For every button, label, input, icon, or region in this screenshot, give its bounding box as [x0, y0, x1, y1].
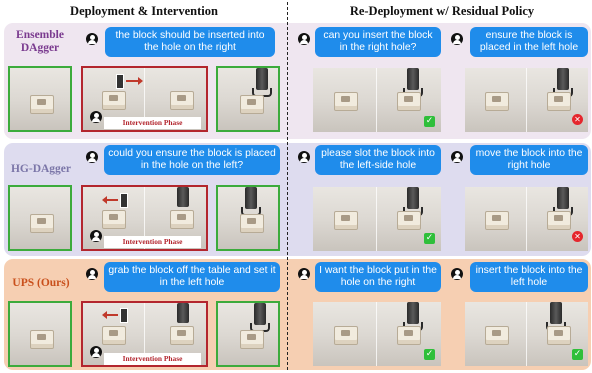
- instruction-bubble-redeploy-2: insert the block into the left hole: [470, 262, 588, 292]
- section-divider: [287, 2, 288, 370]
- redeployment-header: Re-Deployment w/ Residual Policy: [349, 4, 535, 18]
- scene-after: [216, 185, 280, 251]
- speaker-icon: [86, 33, 98, 45]
- scene-after: [216, 66, 280, 132]
- check-icon: ✓: [572, 349, 583, 360]
- scene-before: [8, 301, 72, 367]
- instruction-bubble-redeploy-1: please slot the block into the left-side…: [315, 145, 441, 175]
- x-icon: ✕: [572, 231, 583, 242]
- instruction-bubble-redeploy-2: move the block into the right hole: [470, 145, 588, 175]
- scene-before: [8, 185, 72, 251]
- intervention-phase-label: Intervention Phase: [104, 353, 201, 365]
- check-icon: ✓: [424, 233, 435, 244]
- method-label-ensemble-dagger: Ensemble DAgger: [16, 29, 64, 54]
- method-label-ups: UPS (Ours): [12, 277, 70, 289]
- check-icon: ✓: [424, 349, 435, 360]
- scene-redeploy-2: ✓: [465, 302, 588, 366]
- scene-redeploy-1: ✓: [313, 187, 441, 251]
- scene-redeploy-2: ✕: [465, 187, 588, 251]
- scene-redeploy-1: ✓: [313, 68, 441, 132]
- operator-icon: [90, 230, 102, 242]
- speaker-icon: [298, 268, 310, 280]
- speaker-icon: [451, 268, 463, 280]
- operator-icon: [90, 111, 102, 123]
- scene-after: [216, 301, 280, 367]
- x-icon: ✕: [572, 114, 583, 125]
- instruction-bubble-deploy: the block should be inserted into the ho…: [105, 27, 275, 57]
- operator-icon: [90, 346, 102, 358]
- scene-redeploy-1: ✓: [313, 302, 441, 366]
- scene-before: [8, 66, 72, 132]
- instruction-bubble-deploy: grab the block off the table and set it …: [104, 262, 280, 292]
- speaker-icon: [86, 151, 98, 163]
- instruction-bubble-redeploy-1: I want the block put in the hole on the …: [315, 262, 441, 292]
- speaker-icon: [298, 33, 310, 45]
- scene-redeploy-2: ✕: [465, 68, 588, 132]
- check-icon: ✓: [424, 116, 435, 127]
- speaker-icon: [298, 151, 310, 163]
- instruction-bubble-redeploy-2: ensure the block is placed in the left h…: [470, 27, 588, 57]
- scene-intervention: [81, 66, 208, 132]
- instruction-bubble-deploy: could you ensure the block is placed in …: [104, 145, 280, 175]
- intervention-phase-label: Intervention Phase: [104, 236, 201, 248]
- speaker-icon: [86, 268, 98, 280]
- speaker-icon: [451, 151, 463, 163]
- speaker-icon: [451, 33, 463, 45]
- method-label-hg-dagger: HG-DAgger: [10, 163, 72, 175]
- instruction-bubble-redeploy-1: can you insert the block in the right ho…: [315, 27, 441, 57]
- intervention-phase-label: Intervention Phase: [104, 117, 201, 129]
- deployment-header: Deployment & Intervention: [70, 4, 218, 18]
